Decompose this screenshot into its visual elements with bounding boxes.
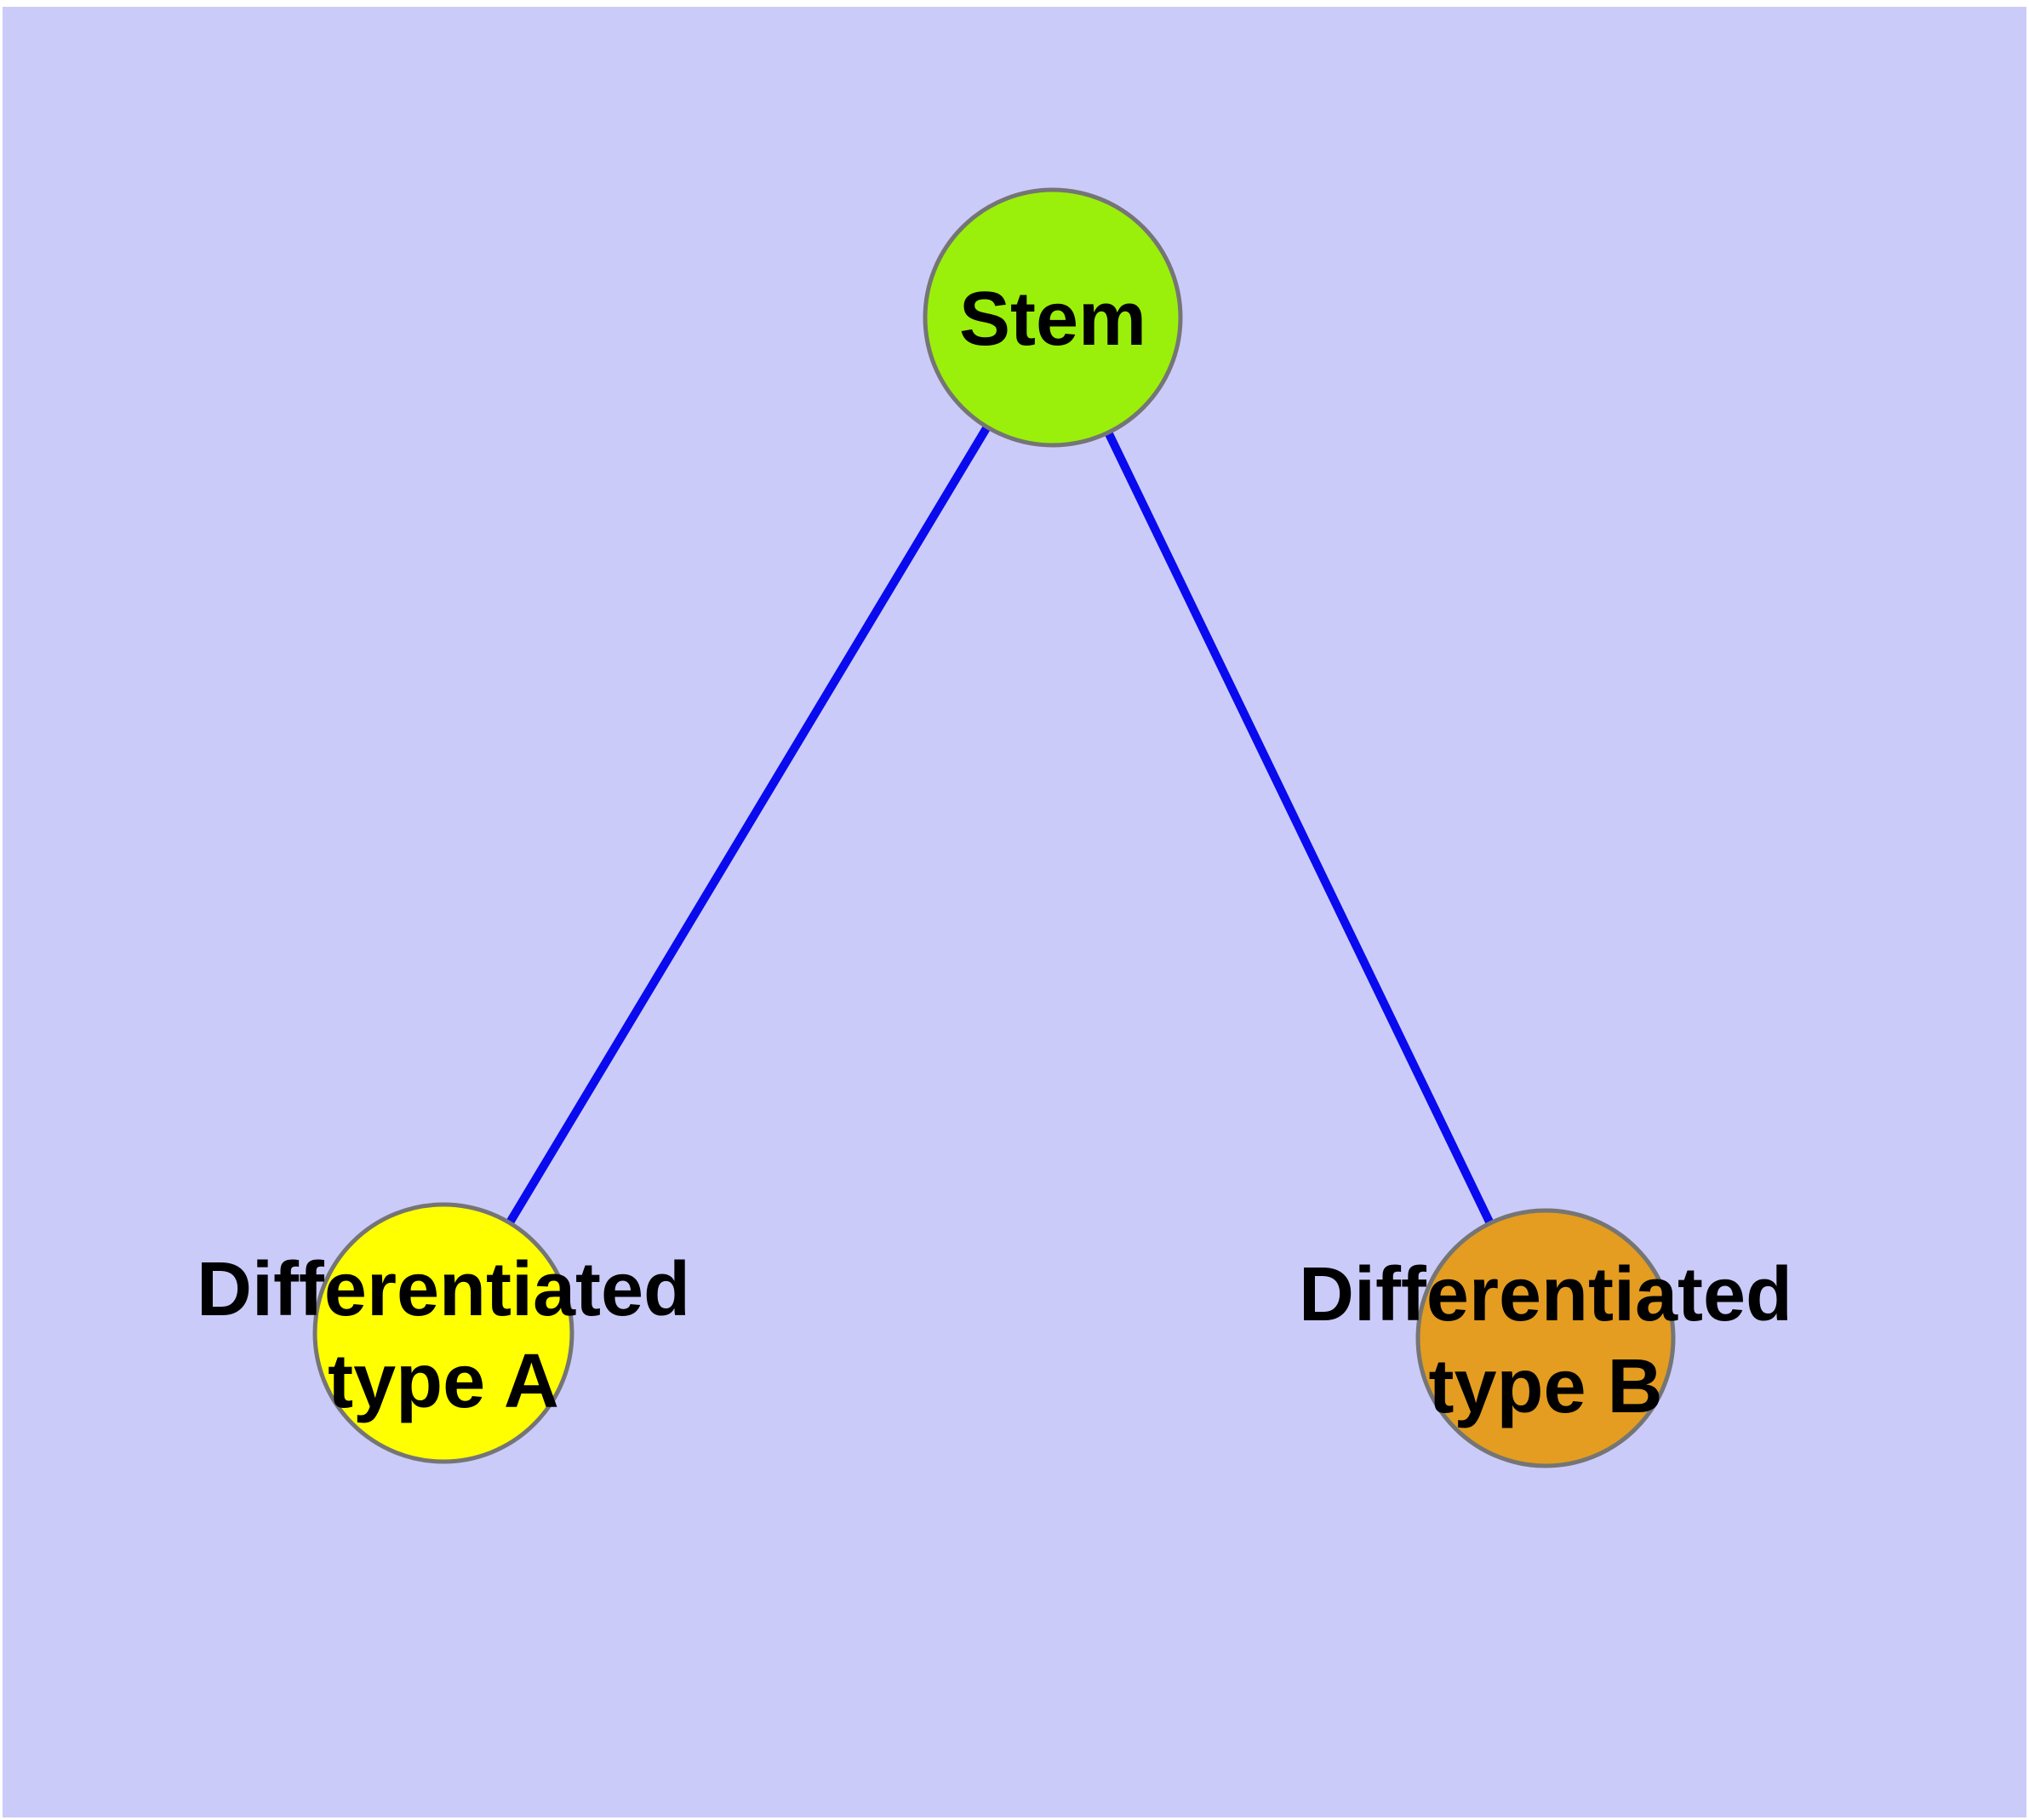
node-type-b-label-line1: Differentiated: [1299, 1252, 1792, 1337]
node-stem-label: Stem: [959, 277, 1146, 362]
node-type-b-label-line2: type B: [1428, 1344, 1662, 1429]
edge-stem-to-type-a: [439, 315, 1057, 1336]
node-type-a-label-line2: type A: [328, 1339, 559, 1424]
edge-stem-to-type-b: [1049, 315, 1550, 1341]
node-type-a-label-line1: Differentiated: [197, 1247, 690, 1332]
node-stem: [923, 187, 1183, 448]
node-differentiated-type-b: [1415, 1208, 1676, 1468]
node-differentiated-type-a: [312, 1202, 574, 1464]
